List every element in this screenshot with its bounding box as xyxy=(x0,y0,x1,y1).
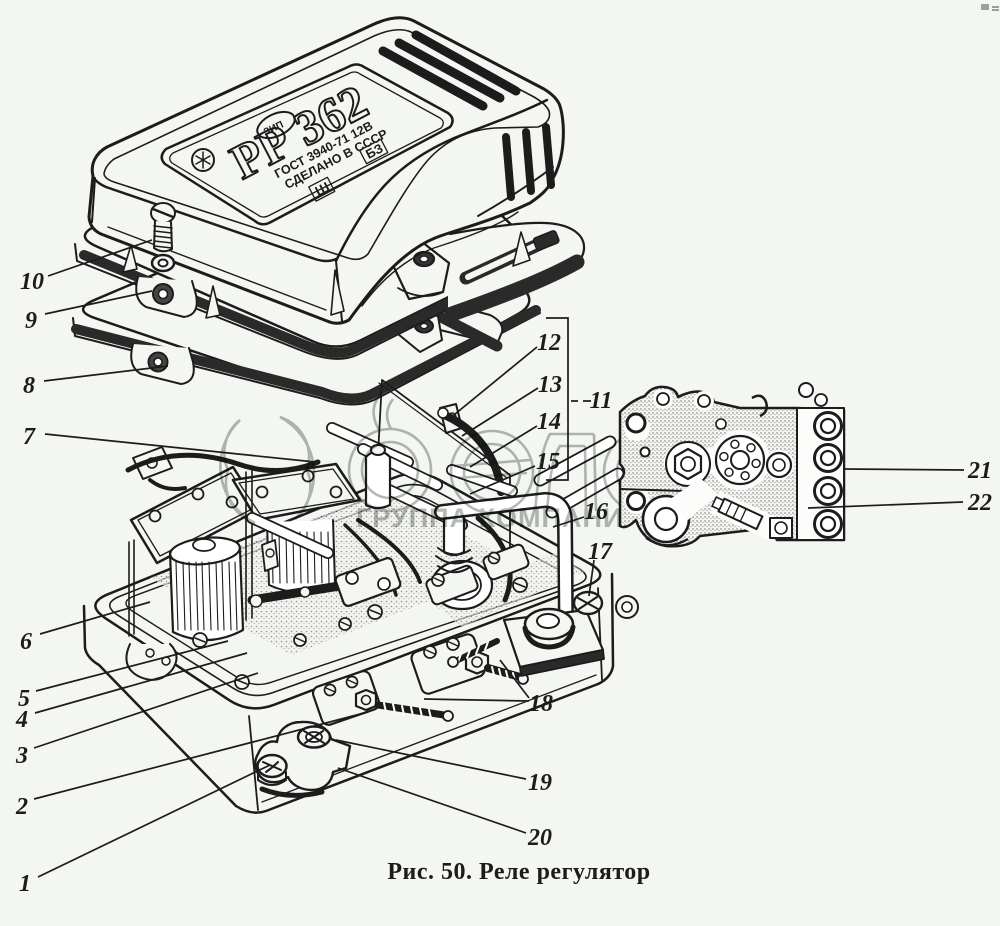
svg-text:5: 5 xyxy=(18,686,30,712)
svg-text:1: 1 xyxy=(19,871,31,897)
svg-text:4: 4 xyxy=(15,707,28,733)
svg-text:11: 11 xyxy=(590,388,613,414)
svg-text:3: 3 xyxy=(15,743,28,769)
svg-text:8: 8 xyxy=(23,373,35,399)
svg-text:10: 10 xyxy=(20,269,44,295)
svg-text:7: 7 xyxy=(23,424,36,450)
svg-text:22: 22 xyxy=(967,490,992,516)
svg-text:14: 14 xyxy=(537,409,561,435)
svg-text:2: 2 xyxy=(15,794,28,820)
svg-text:13: 13 xyxy=(538,372,562,398)
svg-text:Рис. 50. Реле регулятор: Рис. 50. Реле регулятор xyxy=(387,859,650,885)
svg-text:6: 6 xyxy=(20,629,32,655)
svg-text:20: 20 xyxy=(527,825,552,851)
svg-text:Ш: Ш xyxy=(312,179,332,200)
svg-text:15: 15 xyxy=(536,449,560,475)
svg-text:18: 18 xyxy=(529,691,553,717)
svg-text:17: 17 xyxy=(588,539,613,565)
svg-text:16: 16 xyxy=(584,499,608,525)
svg-text:12: 12 xyxy=(537,330,561,356)
svg-text:19: 19 xyxy=(528,770,552,796)
svg-text:ГРУППА КОМПАНИЙ: ГРУППА КОМПАНИЙ xyxy=(356,502,644,533)
svg-text:9: 9 xyxy=(25,308,37,334)
svg-text:21: 21 xyxy=(967,458,992,484)
